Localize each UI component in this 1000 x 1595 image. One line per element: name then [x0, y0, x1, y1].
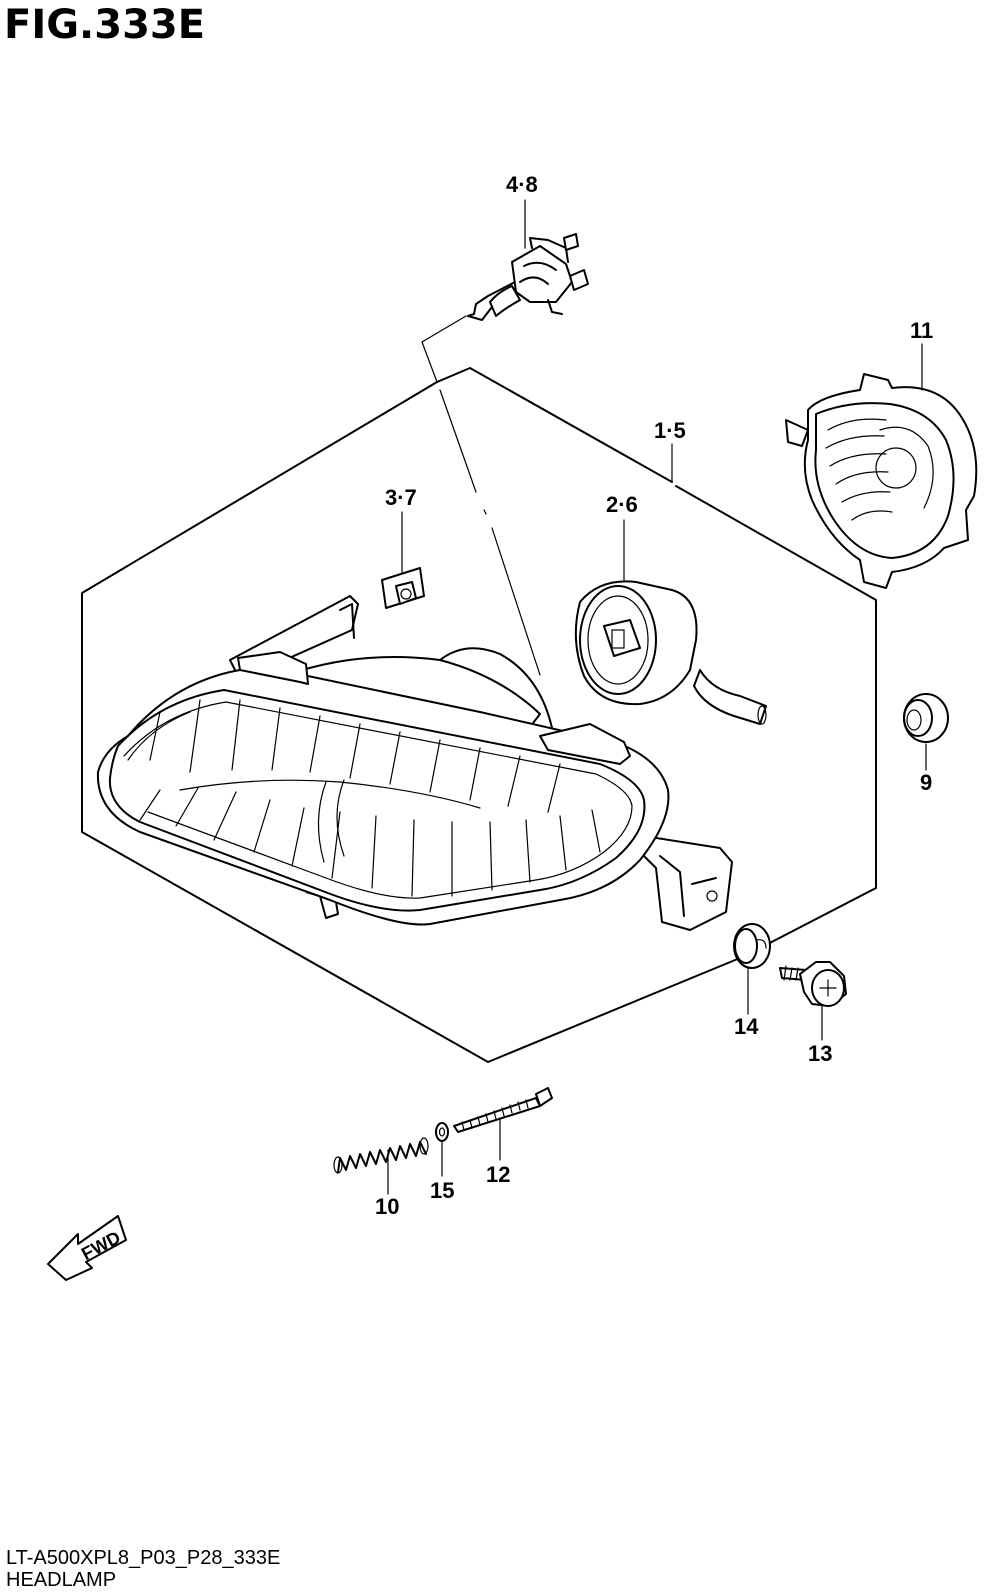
callout-4-8: 4·8 — [506, 172, 538, 197]
fwd-arrow-icon: FWD — [47, 1215, 127, 1281]
callout-12: 12 — [486, 1162, 510, 1187]
part-screw[interactable] — [779, 961, 847, 1007]
part-spring[interactable] — [333, 1137, 429, 1174]
callout-11: 11 — [910, 318, 933, 343]
callout-15: 15 — [430, 1178, 454, 1203]
callout-10: 10 — [375, 1194, 399, 1219]
callout-1-5: 1·5 — [654, 418, 686, 443]
figure-code: LT-A500XPL8_P03_P28_333E — [6, 1547, 281, 1569]
part-grommet[interactable] — [903, 693, 949, 743]
part-cap[interactable] — [733, 923, 771, 969]
figure-name: HEADLAMP — [6, 1569, 117, 1591]
callout-3-7: 3·7 — [385, 485, 417, 510]
part-washer[interactable] — [435, 1122, 449, 1142]
callout-9: 9 — [920, 770, 932, 795]
part-socket-cover[interactable] — [785, 373, 978, 589]
callout-13: 13 — [808, 1041, 832, 1066]
part-clip[interactable] — [381, 567, 425, 609]
bulb-leader — [421, 315, 541, 676]
assembly-boundary — [81, 367, 877, 1063]
part-bulb[interactable] — [467, 233, 589, 321]
part-headlamp-housing[interactable] — [96, 595, 733, 931]
part-bulb-socket[interactable] — [574, 580, 767, 725]
part-adjuster-screw[interactable] — [453, 1087, 553, 1133]
callout-14: 14 — [734, 1014, 759, 1039]
callout-2-6: 2·6 — [606, 492, 638, 517]
figure-title: FIG.333E — [4, 2, 206, 48]
